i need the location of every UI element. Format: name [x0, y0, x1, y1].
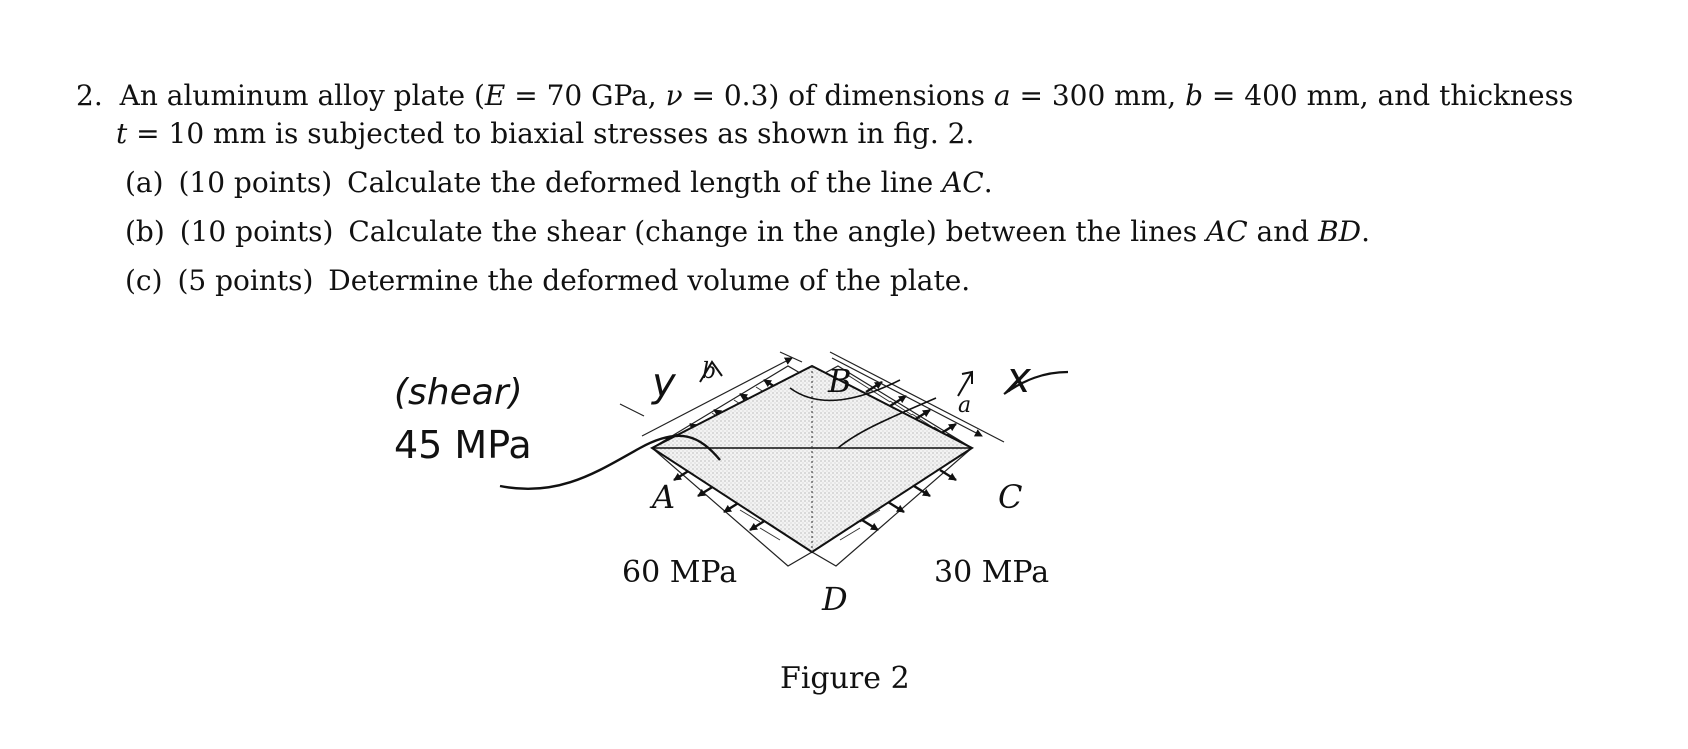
value-nu: = 0.3) of dimensions: [682, 79, 994, 112]
annotation-axis-x: x: [1004, 353, 1032, 402]
part-a-symbol: AC: [942, 166, 984, 199]
part-a: (a) (10 points) Calculate the deformed l…: [125, 169, 993, 197]
point-label-A: A: [649, 478, 675, 516]
symbol-b: b: [1185, 79, 1204, 112]
part-b-label: (b): [125, 215, 165, 248]
handwritten-annotation: (shear) 45 MPa y x: [394, 353, 1069, 491]
problem-line-2: t = 10 mm is subjected to biaxial stress…: [116, 120, 974, 148]
part-b-symbol-2: BD: [1318, 215, 1362, 248]
plate: [650, 364, 974, 554]
dimension-lines: [619, 351, 1005, 443]
part-b: (b) (10 points) Calculate the shear (cha…: [125, 218, 1370, 246]
value-b: = 400 mm, and thickness: [1203, 79, 1574, 112]
value-t: = 10 mm is subjected to biaxial stresses…: [127, 117, 975, 150]
dimension-label-a: a: [958, 393, 971, 418]
problem-text-pre: An aluminum alloy plate (: [119, 79, 485, 112]
annotation-x-tail: [1003, 370, 1069, 395]
point-label-C: C: [998, 478, 1022, 516]
problem-number: 2.: [76, 79, 103, 112]
part-c-text: Determine the deformed volume of the pla…: [328, 264, 971, 297]
part-a-label: (a): [125, 166, 164, 199]
annotation-y-arrow: [699, 360, 723, 383]
part-a-points: (10 points): [178, 166, 333, 199]
annotation-axis-y: y: [651, 360, 677, 406]
symbol-t: t: [116, 117, 128, 150]
symbol-nu: ν: [665, 79, 683, 112]
part-c-label: (c): [125, 264, 163, 297]
problem-line-1: 2. An aluminum alloy plate (E = 70 GPa, …: [76, 82, 1573, 110]
part-a-end: .: [983, 166, 993, 199]
part-a-text: Calculate the deformed length of the lin…: [347, 166, 943, 199]
part-b-mid: and: [1247, 215, 1319, 248]
annotation-shear: (shear): [394, 372, 523, 413]
value-E: = 70 GPa,: [505, 79, 666, 112]
figure-caption: Figure 2: [780, 661, 910, 696]
annotation-x-arrow: [957, 370, 973, 397]
value-a: = 300 mm,: [1010, 79, 1186, 112]
part-c-points: (5 points): [177, 264, 314, 297]
annotation-leader-curve: [499, 434, 721, 491]
annotation-45mpa: 45 MPa: [394, 423, 532, 467]
part-b-text: Calculate the shear (change in the angle…: [348, 215, 1206, 248]
symbol-a: a: [993, 79, 1011, 112]
part-b-points: (10 points): [179, 215, 334, 248]
dimension-label-b: b: [702, 359, 716, 384]
symbol-E: E: [484, 79, 506, 112]
part-b-symbol-1: AC: [1205, 215, 1248, 248]
part-b-end: .: [1361, 215, 1371, 248]
annotation-shear-arrows: [789, 379, 937, 449]
point-label-B: B: [827, 362, 852, 400]
point-label-D: D: [821, 580, 848, 618]
stress-label-30: 30 MPa: [934, 555, 1049, 590]
part-c: (c) (5 points) Determine the deformed vo…: [125, 267, 970, 295]
stress-label-60: 60 MPa: [622, 555, 737, 590]
